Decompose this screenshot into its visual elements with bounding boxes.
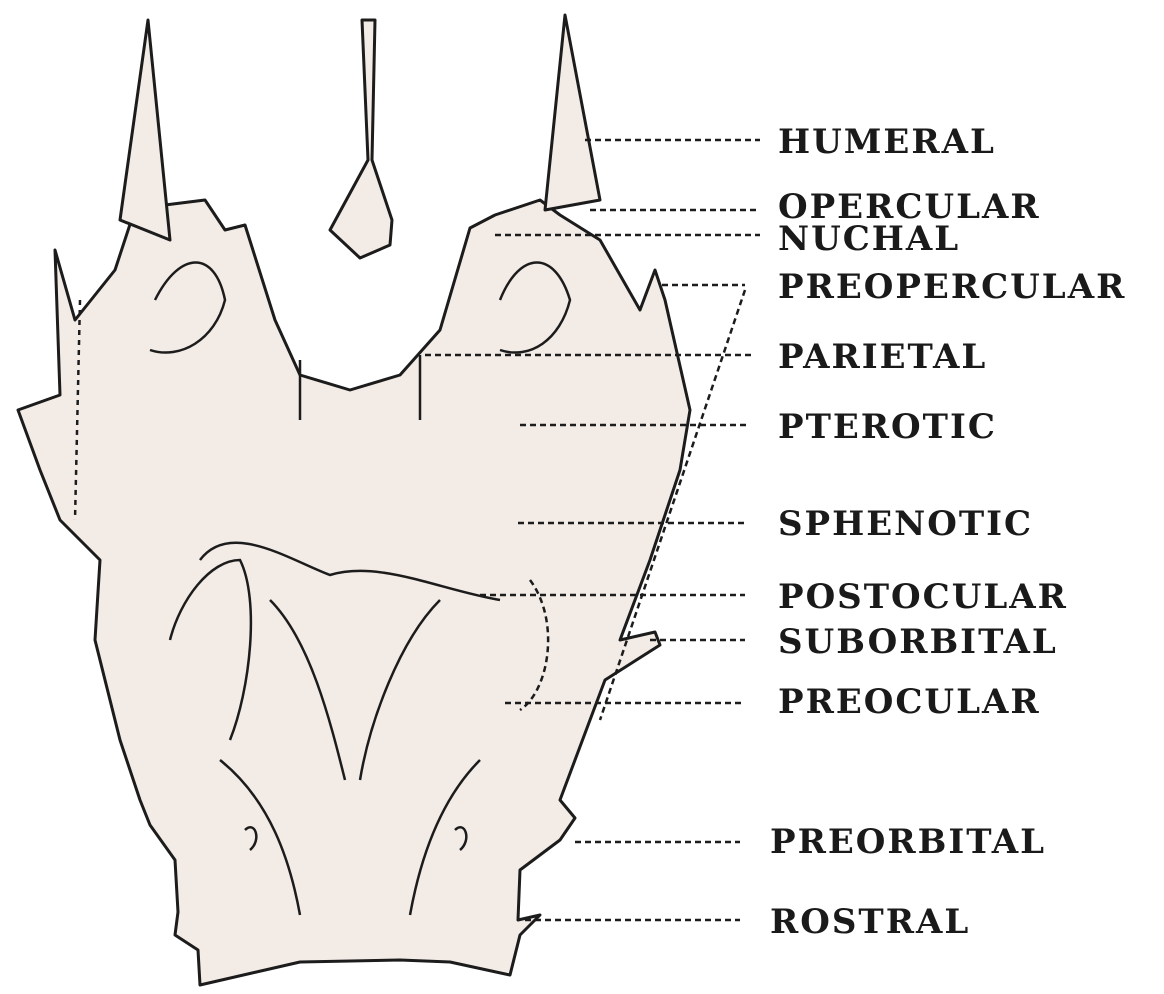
skull-outline (18, 15, 690, 985)
label-nuchal: NUCHAL (778, 222, 960, 256)
label-parietal: PARIETAL (778, 340, 987, 374)
label-preorbital: PREORBITAL (770, 825, 1046, 859)
label-suborbital: SUBORBITAL (778, 625, 1058, 659)
label-rostral: ROSTRAL (770, 905, 970, 939)
label-preocular: PREOCULAR (778, 685, 1041, 719)
label-preopercular: PREOPERCULAR (778, 270, 1126, 304)
label-humeral: HUMERAL (778, 125, 996, 159)
label-pterotic: PTEROTIC (778, 410, 997, 444)
label-postocular: POSTOCULAR (778, 580, 1068, 614)
label-sphenotic: SPHENOTIC (778, 507, 1033, 541)
